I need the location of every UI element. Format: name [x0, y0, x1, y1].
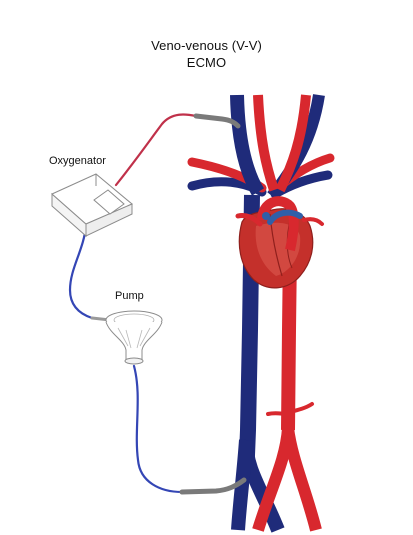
ecmo-circuit — [51, 113, 247, 495]
pulmonary-vessel-right — [302, 217, 324, 226]
pump-device — [105, 310, 163, 365]
oxygenator-label: Oxygenator — [49, 155, 106, 167]
right-carotid-artery — [253, 94, 279, 192]
heart — [235, 196, 324, 289]
return-tube — [114, 113, 198, 187]
vessels — [187, 94, 335, 533]
return-cannula — [193, 113, 241, 129]
pump-body — [105, 321, 163, 361]
pulmonary-vessel-left — [235, 213, 263, 227]
aortic-arch — [257, 196, 299, 252]
oxygenator-right-face — [85, 203, 133, 237]
diagram-title-line1: Veno-venous (V-V) — [151, 38, 262, 53]
right-iliac-vein — [231, 439, 253, 531]
renal-branch-right — [288, 402, 314, 414]
right-jugular-vein — [230, 94, 265, 196]
pump-ribs — [117, 327, 151, 349]
drainage-tube — [132, 364, 184, 494]
drainage-cannula — [179, 477, 247, 495]
renal-branch-left — [266, 411, 290, 416]
pump-label: Pump — [115, 290, 144, 302]
pulmonary-artery — [267, 209, 303, 225]
oxygenator-window — [93, 189, 125, 215]
left-carotid-artery — [275, 94, 311, 193]
oxygenator-pump-tube — [68, 223, 94, 320]
heart-blue-detail — [262, 212, 270, 220]
right-iliac-artery — [282, 427, 322, 532]
pump-base — [124, 357, 144, 365]
oxygenator-device — [51, 173, 133, 238]
diagram-title-line2: ECMO — [186, 55, 227, 70]
